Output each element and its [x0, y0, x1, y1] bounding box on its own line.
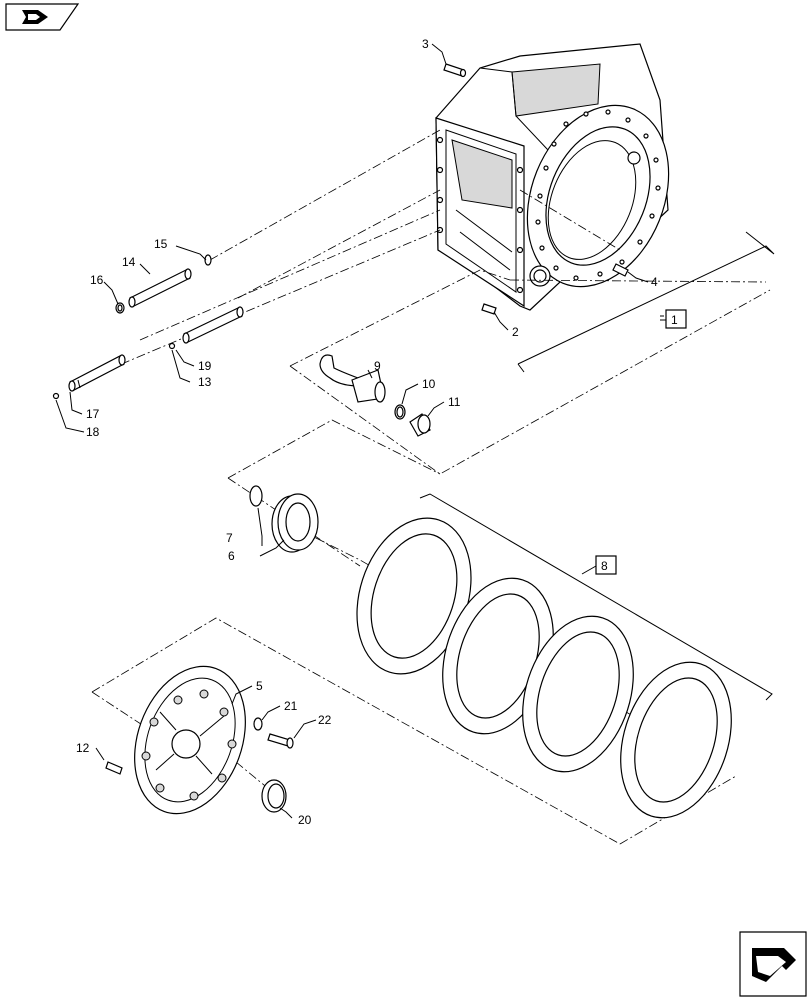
next-page-icon[interactable]: [739, 931, 807, 997]
housing: [435, 43, 670, 311]
callout-box-8: [595, 555, 617, 575]
flange-bolt-holes: [535, 109, 661, 281]
callout-9: 9: [374, 359, 381, 373]
cover-5: [134, 665, 246, 815]
shaft-17: [68, 354, 126, 392]
callout-18: 18: [86, 425, 100, 439]
prev-page-icon[interactable]: [5, 3, 80, 31]
callout-22: 22: [318, 713, 332, 727]
callout-15: 15: [154, 237, 168, 251]
callout-1: 1: [671, 313, 678, 327]
cap-11: [409, 413, 431, 437]
callout-box-1: [665, 309, 687, 329]
bearing-6: [271, 493, 319, 553]
bolt-22: [267, 733, 294, 749]
callout-5: 5: [256, 679, 263, 693]
callout-6: 6: [228, 549, 235, 563]
ball-13: [168, 342, 176, 350]
pipe-9: [319, 354, 386, 403]
callout-21: 21: [284, 699, 298, 713]
callout-10: 10: [422, 377, 436, 391]
shaft-19: [182, 306, 244, 344]
callout-3: 3: [422, 37, 429, 51]
callout-8: 8: [601, 559, 608, 573]
bracket-1: [517, 231, 775, 365]
pin-12: [105, 761, 123, 775]
washer-21: [253, 717, 263, 731]
leader-lines: [55, 43, 676, 819]
pin-4: [612, 263, 629, 277]
seal-20: [261, 779, 287, 813]
callout-14: 14: [122, 255, 136, 269]
shaft-14: [128, 268, 192, 308]
ball-18: [52, 392, 60, 400]
disc-8d: [620, 661, 732, 819]
callout-19: 19: [198, 359, 212, 373]
callout-11: 11: [448, 395, 461, 409]
callout-12: 12: [76, 741, 90, 755]
callout-20: 20: [298, 813, 312, 827]
disc-8a: [356, 517, 472, 675]
callout-16: 16: [90, 273, 104, 287]
ring-7: [249, 485, 263, 507]
bracket-8: [419, 493, 773, 701]
pin-3: [443, 63, 467, 78]
callout-17: 17: [86, 407, 100, 421]
callout-7: 7: [226, 531, 233, 545]
callout-2: 2: [512, 325, 519, 339]
callout-4: 4: [651, 275, 658, 289]
pin-2: [481, 303, 497, 315]
callout-13: 13: [198, 375, 212, 389]
ring-15: [204, 254, 212, 266]
disc-8c: [522, 615, 634, 773]
